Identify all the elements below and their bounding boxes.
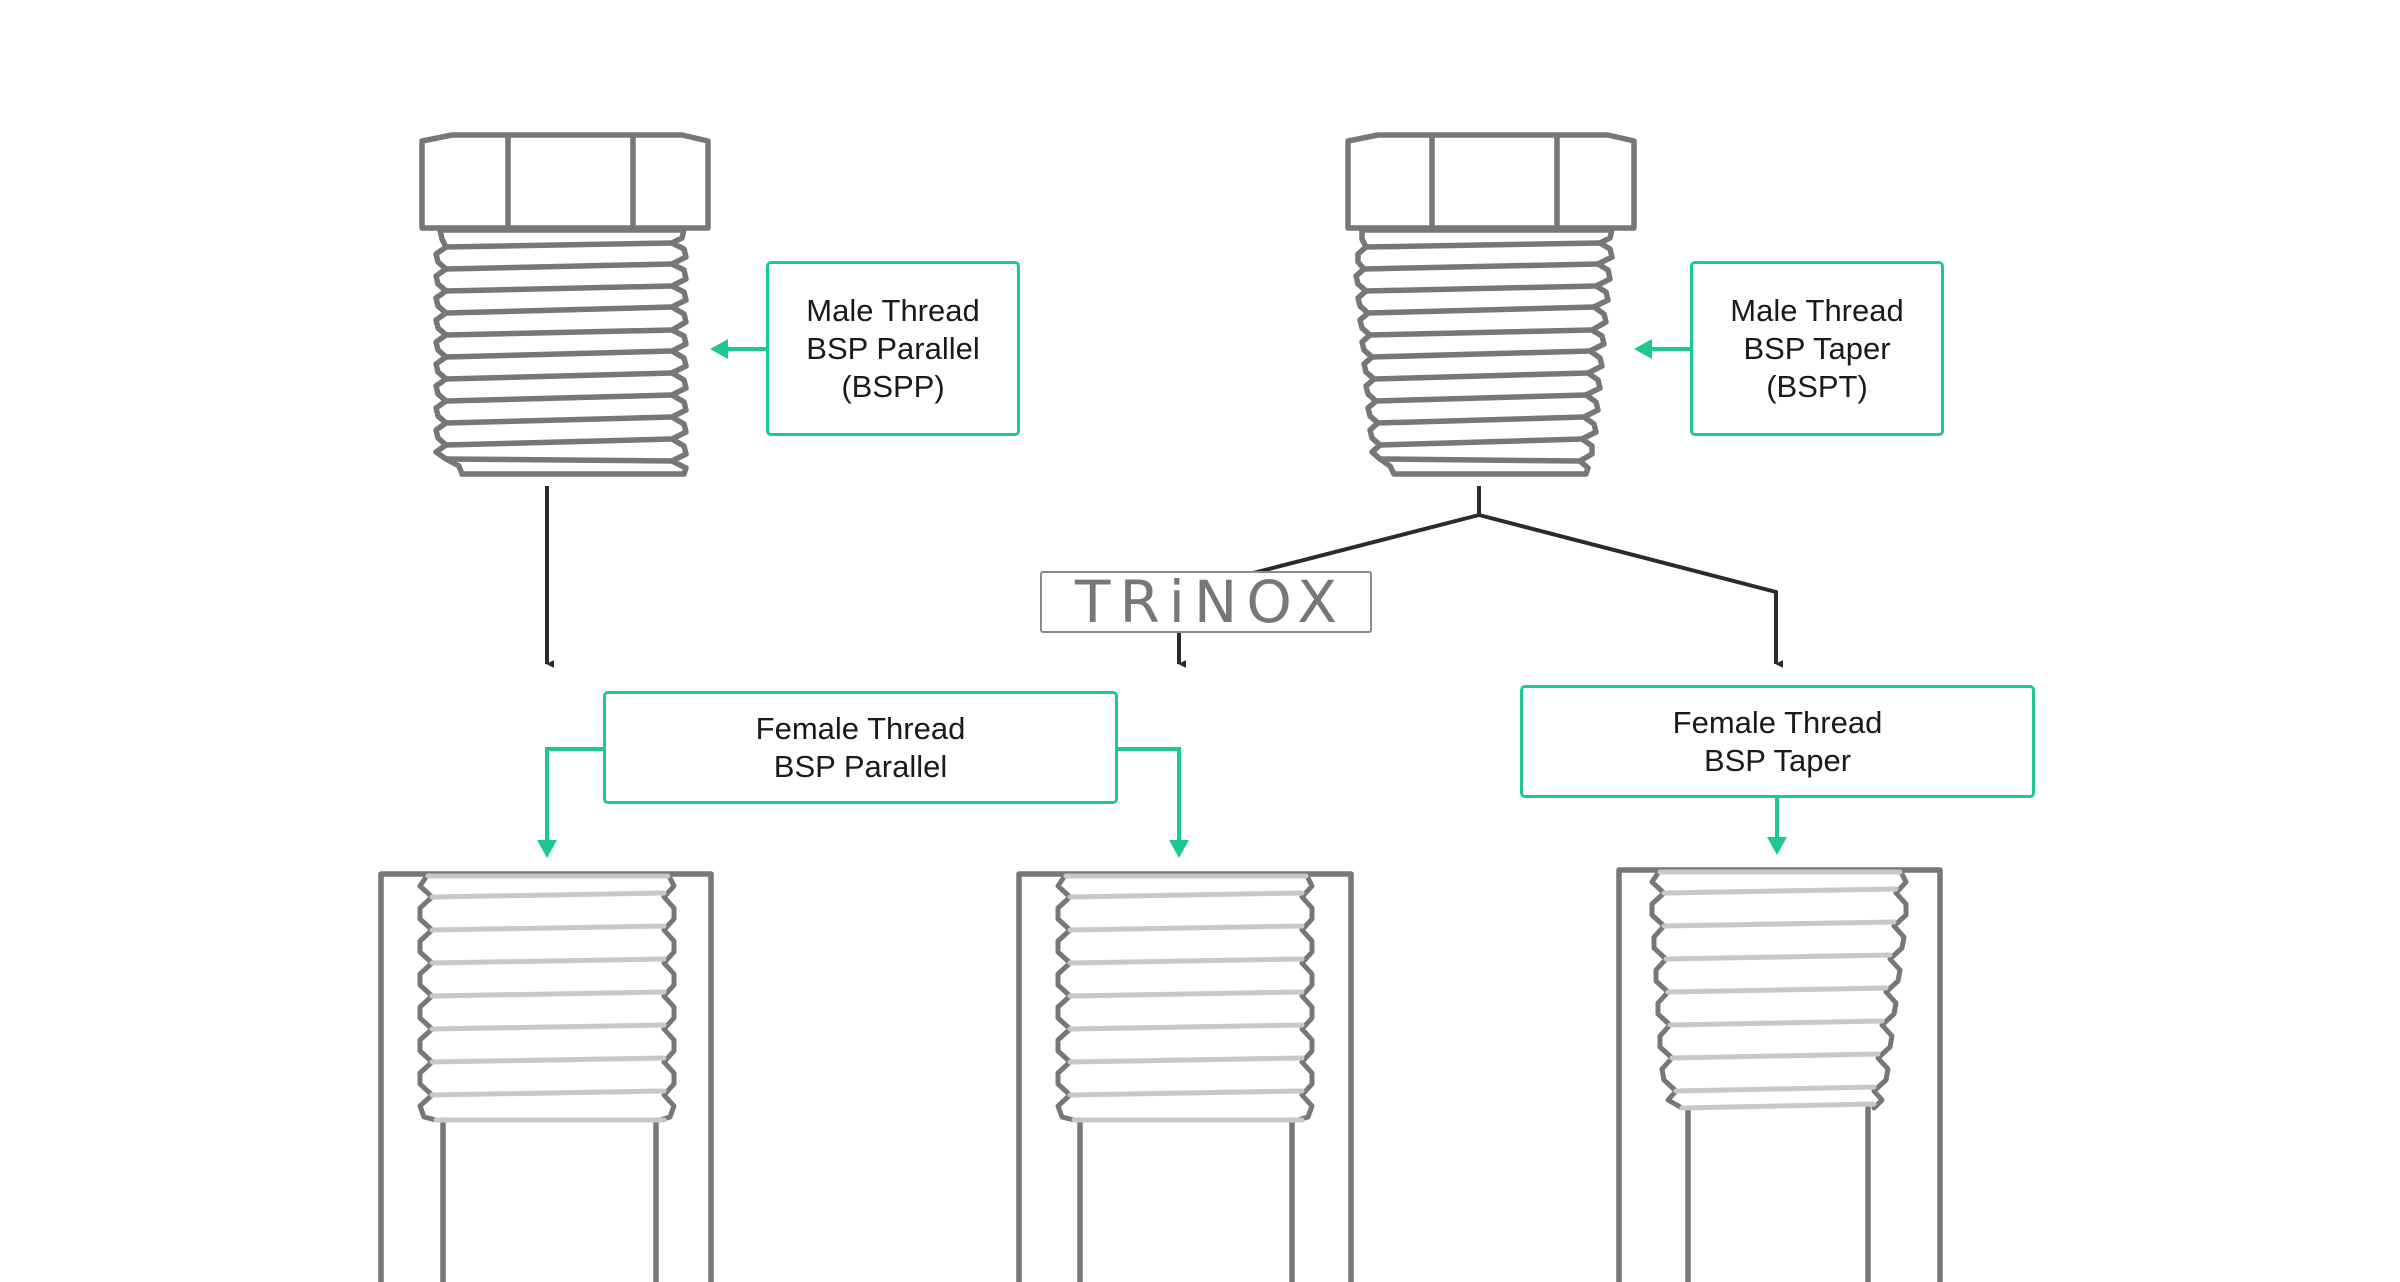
trinox-logo: TRiNOX bbox=[1040, 571, 1372, 633]
label-line: BSP Taper bbox=[1743, 330, 1891, 366]
label-line: BSP Parallel bbox=[806, 330, 980, 366]
arrow-bspt-to-taper bbox=[1478, 513, 1784, 668]
label-line: Female Thread bbox=[755, 710, 966, 746]
label-female-taper: Female Thread BSP Taper bbox=[1520, 685, 2035, 798]
male-thread-taper bbox=[1353, 227, 1615, 477]
label-male-bspt: Male Thread BSP Taper (BSPT) bbox=[1690, 261, 1944, 436]
female-bspp-fitting-middle bbox=[1016, 871, 1354, 1282]
label-line: BSP Parallel bbox=[773, 748, 948, 784]
female-bspp-fitting-left bbox=[378, 871, 714, 1282]
female-thread-parallel bbox=[1055, 871, 1315, 1123]
label-line: Male Thread bbox=[1730, 292, 1904, 328]
hex-nut bbox=[1345, 132, 1637, 231]
hex-nut bbox=[419, 132, 711, 231]
label-line: Male Thread bbox=[806, 292, 980, 328]
logo-text: TRiNOX bbox=[1075, 568, 1346, 636]
label-female-parallel: Female Thread BSP Parallel bbox=[603, 691, 1118, 804]
label-line: (BSPT) bbox=[1766, 368, 1868, 404]
male-bspp-fitting bbox=[419, 132, 711, 477]
label-male-bspp: Male Thread BSP Parallel (BSPP) bbox=[766, 261, 1020, 436]
female-thread-parallel bbox=[417, 871, 677, 1123]
male-bspt-fitting bbox=[1345, 132, 1637, 477]
label-line: Female Thread bbox=[1672, 704, 1883, 740]
male-thread-parallel bbox=[433, 227, 689, 477]
label-line: (BSPP) bbox=[841, 368, 945, 404]
label-pointers bbox=[537, 339, 1787, 858]
label-line: BSP Taper bbox=[1703, 742, 1852, 778]
female-bspt-fitting bbox=[1616, 867, 1943, 1282]
